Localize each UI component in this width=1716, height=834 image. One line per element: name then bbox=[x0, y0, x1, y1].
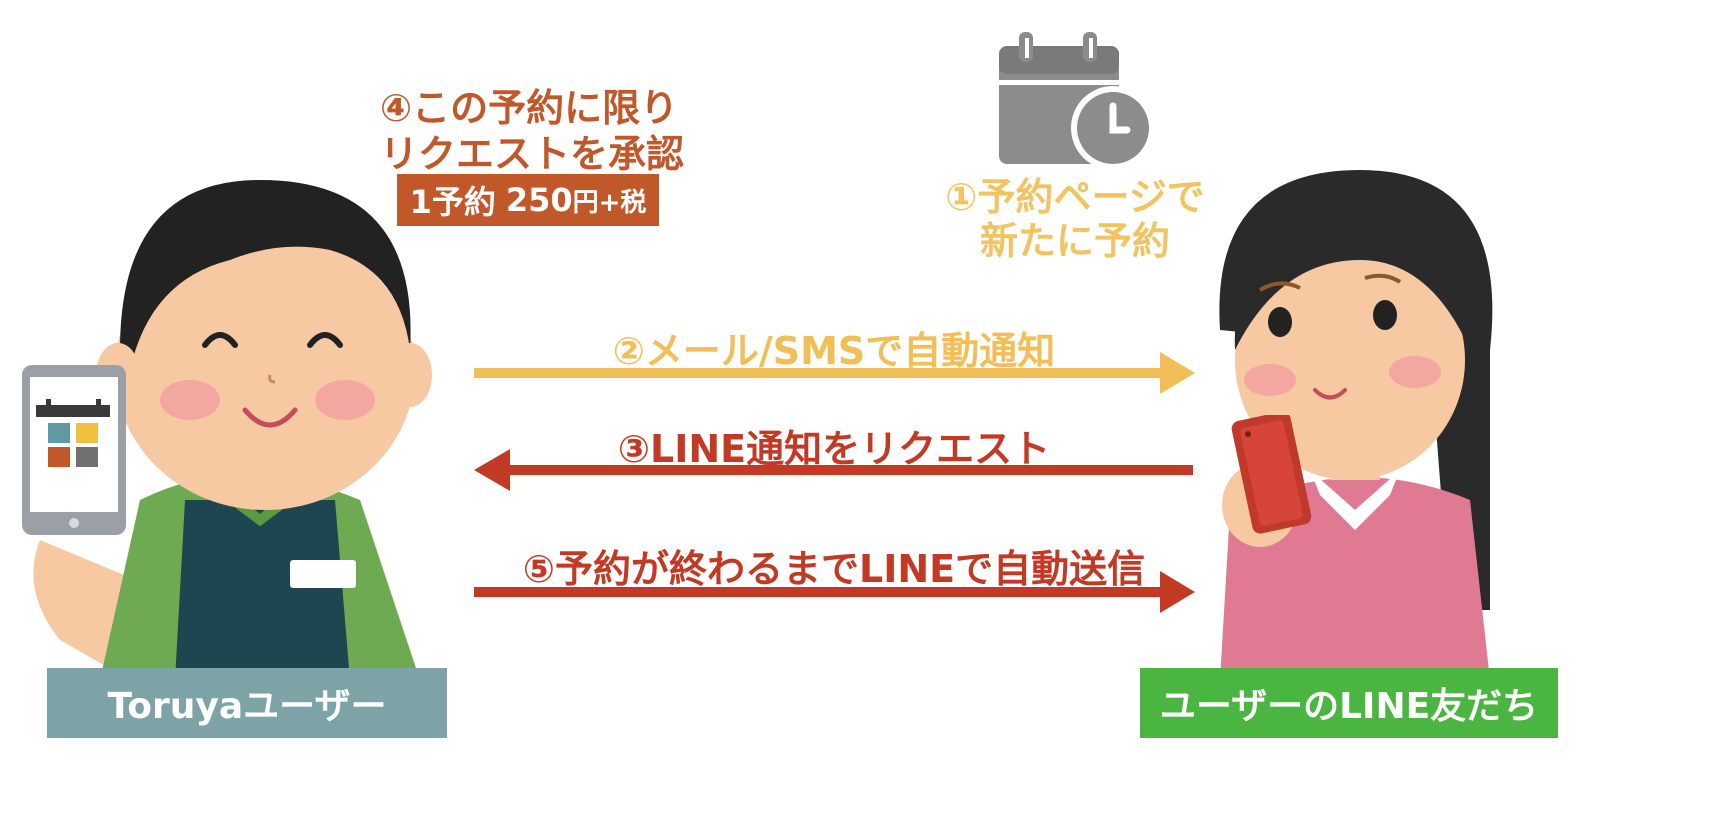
price-count: 1予約 bbox=[409, 183, 496, 221]
step2-label: ②メール/SMSで自動通知 bbox=[612, 329, 1056, 373]
calendar-clock-icon bbox=[999, 32, 1155, 168]
arrow-step3 bbox=[474, 449, 1193, 491]
price-badge: 1予約 250円+税 bbox=[397, 174, 659, 226]
step1-caption: ①予約ページで 新たに予約 bbox=[940, 175, 1210, 263]
line-friend-label: ユーザーのLINE友だち bbox=[1140, 668, 1558, 738]
smartphone-calendar-icon bbox=[22, 365, 126, 535]
step4-line2: リクエストを承認 bbox=[380, 132, 685, 176]
step1-line2: 新たに予約 bbox=[979, 219, 1170, 263]
step3-label: ③LINE通知をリクエスト bbox=[617, 427, 1051, 471]
line-friend-illustration bbox=[1219, 170, 1493, 680]
arrow-step5 bbox=[474, 571, 1195, 613]
arrow-step2 bbox=[474, 352, 1195, 394]
step5-label: ⑤予約が終わるまでLINEで自動送信 bbox=[522, 547, 1146, 591]
toruya-user-label: Toruyaユーザー bbox=[47, 668, 447, 738]
step4-line1: ④この予約に限り bbox=[380, 86, 679, 130]
step4-caption: ④この予約に限り リクエストを承認 bbox=[380, 85, 684, 177]
price-amount: 250円+税 bbox=[505, 181, 647, 219]
step1-line1: ①予約ページで bbox=[945, 175, 1205, 219]
smartphone-icon bbox=[1231, 415, 1312, 534]
